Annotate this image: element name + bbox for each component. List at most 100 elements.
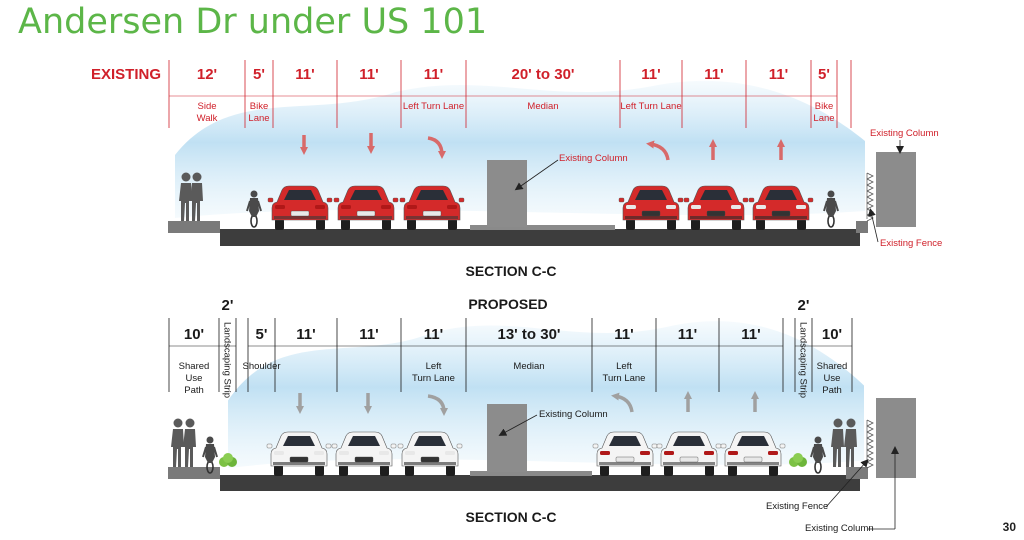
proposed-road-surface (220, 475, 860, 491)
pedestrian-icon (190, 172, 203, 221)
fence-icon (866, 172, 874, 222)
cyclist-icon (246, 190, 262, 228)
car-icon (592, 431, 658, 476)
proposed-dim-value: 10' (821, 326, 843, 343)
existing-right-column (876, 152, 916, 227)
existing-dim-value: 5' (818, 66, 830, 83)
proposed-dim-label: Landscaping Strip (221, 322, 233, 399)
car-icon (748, 185, 814, 230)
car-icon (266, 431, 332, 476)
proposed-row-label: PROPOSED (468, 296, 548, 312)
car-icon (683, 185, 749, 230)
fence-icon (866, 419, 874, 469)
proposed-dim-label: Use (823, 373, 841, 384)
car-icon (331, 431, 397, 476)
shrub-icon (219, 453, 237, 467)
turn-arrow-icon (427, 394, 448, 416)
existing-dim-value: 11' (641, 66, 661, 83)
proposed-dim-label: Path (822, 385, 842, 396)
proposed-dim-label: Turn Lane (412, 373, 455, 384)
car-icon (618, 185, 684, 230)
pedestrian-icon (183, 418, 196, 467)
existing-right-column-note: Existing Column (870, 128, 939, 139)
existing-fence-leader (868, 208, 879, 243)
proposed-dim-value: 11' (423, 326, 444, 343)
existing-row-label: EXISTING (91, 66, 162, 83)
page-title: Andersen Dr under US 101 (18, 2, 488, 42)
proposed-median-column (487, 404, 527, 472)
proposed-dim-label: Path (184, 385, 204, 396)
existing-dim-value: 11' (704, 66, 724, 83)
car-icon (399, 185, 465, 230)
proposed-dim-value: 11' (296, 326, 316, 343)
shrub-icon (789, 453, 807, 467)
existing-sidewalk-left (168, 221, 220, 233)
proposed-dim-value: 13' to 30' (497, 326, 561, 343)
proposed-dim-label: Use (185, 373, 203, 384)
proposed-dim-value: 10' (183, 326, 205, 343)
proposed-dim-value: 11' (614, 326, 634, 343)
existing-median-column-note: Existing Column (559, 153, 628, 164)
existing-median-column (487, 160, 527, 227)
proposed-median-slab (470, 471, 592, 476)
existing-dim-label: Bike (814, 101, 834, 112)
proposed-fence-leader (825, 459, 869, 508)
existing-fence-note: Existing Fence (880, 238, 943, 249)
car-icon (397, 431, 463, 476)
proposed-dim-label: Shared (816, 361, 848, 372)
existing-dim-value: 5' (253, 66, 265, 83)
proposed-dim-value: 11' (677, 326, 698, 343)
proposed-dim-label: Median (513, 361, 545, 372)
sky-background-existing (175, 80, 865, 218)
existing-dim-label: Left Turn Lane (620, 101, 682, 112)
turn-arrow-icon (646, 140, 670, 161)
proposed-dim-value: 11' (741, 326, 761, 343)
turn-arrow-icon (427, 136, 446, 159)
pedestrian-icon (831, 418, 844, 467)
existing-dim-value: 11' (295, 66, 315, 83)
car-icon (267, 185, 333, 230)
proposed-dim-value: 11' (359, 326, 379, 343)
existing-dim-value: 11' (359, 66, 379, 83)
existing-dim-label: Median (527, 101, 559, 112)
car-icon (656, 431, 722, 476)
existing-road-surface (220, 229, 860, 246)
existing-dim-value: 12' (196, 66, 218, 83)
pedestrian-icon (171, 418, 184, 467)
pedestrian-icon (844, 418, 857, 467)
proposed-dim-label: Left (425, 361, 442, 372)
turn-arrow-icon (611, 392, 634, 413)
proposed-median-column-note: Existing Column (539, 409, 608, 420)
existing-dim-label: Walk (196, 113, 218, 124)
proposed-fence-note: Existing Fence (766, 501, 829, 512)
cyclist-icon (810, 436, 826, 474)
pedestrian-icon (179, 172, 192, 221)
existing-dim-value: 11' (423, 66, 444, 83)
proposed-dim-label: Shared (178, 361, 210, 372)
proposed-section-label: SECTION C-C (465, 509, 557, 525)
proposed-column-note: Existing Column (805, 523, 874, 534)
existing-section-label: SECTION C-C (465, 263, 557, 279)
existing-median-column-leader (514, 159, 559, 191)
proposed-dim-label: Shoulder (242, 361, 281, 372)
existing-dim-label: Side (197, 101, 217, 112)
sky-background-proposed (228, 321, 864, 468)
proposed-path-right (846, 467, 868, 479)
car-icon (333, 185, 399, 230)
proposed-dim-value: 5' (255, 326, 268, 343)
proposed-dim-label: Turn Lane (602, 373, 646, 384)
proposed-median-column-leader (498, 414, 538, 436)
proposed-dim-value: 2' (797, 297, 810, 314)
cyclist-icon (202, 436, 218, 474)
existing-dim-label: Bike (249, 101, 269, 112)
existing-dim-label: Lane (248, 113, 270, 124)
cyclist-icon (823, 190, 839, 228)
existing-curb-right (856, 221, 868, 233)
page-number: 30 (1002, 520, 1016, 534)
proposed-right-column (876, 398, 916, 478)
existing-dim-value: 20' to 30' (511, 66, 575, 83)
existing-median-slab (470, 225, 615, 230)
existing-dim-label: Lane (813, 113, 835, 124)
